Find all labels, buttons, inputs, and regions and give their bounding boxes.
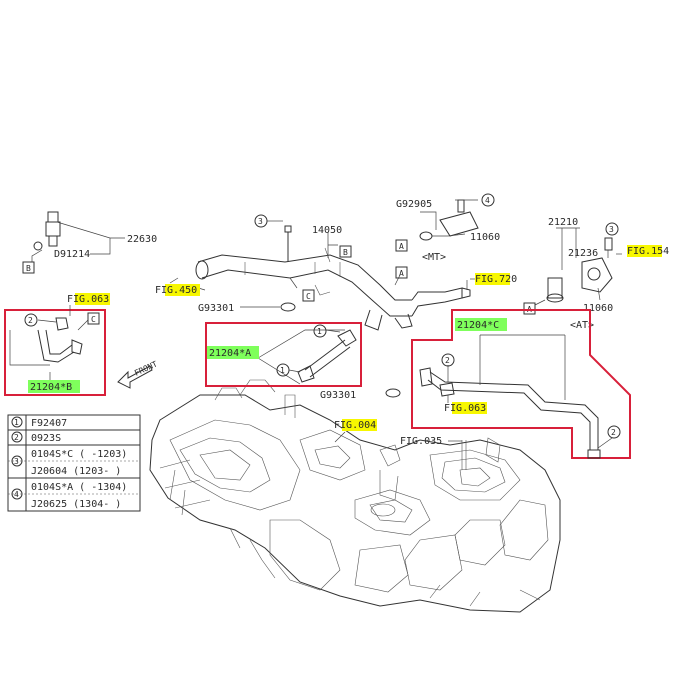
label-21204a: 21204*A xyxy=(209,348,251,359)
thermostat-21210-drawing xyxy=(534,227,622,306)
legend-3-code-1: J20604 (1203- ) xyxy=(31,466,121,477)
label-21236: 21236 xyxy=(568,248,598,259)
callout-3-right xyxy=(605,222,619,236)
label-11060-at: 11060 xyxy=(583,303,613,314)
fig450-ref: FIG.450 xyxy=(155,285,197,296)
legend-1-num: 1 xyxy=(14,418,19,427)
legend-3-num: 3 xyxy=(14,457,19,466)
callout-1-a-bot-num: 1 xyxy=(280,366,285,375)
plate-11060-mt-drawing xyxy=(419,199,479,241)
callout-2-right-bot xyxy=(607,425,621,439)
legend-4-code-1: J20625 (1304- ) xyxy=(31,499,121,510)
gasket-g93301-bot xyxy=(385,388,401,398)
highlight-fig004 xyxy=(342,419,377,431)
label-21210: 21210 xyxy=(548,217,578,228)
label-g93301-top: G93301 xyxy=(198,303,234,314)
ref-box-a-mid-letter: A xyxy=(399,269,404,278)
ref-box-a-mt-letter: A xyxy=(399,242,404,251)
callout-3-top xyxy=(254,214,268,228)
callout-1-a-top-num: 1 xyxy=(317,327,322,336)
fig063-right-ref: FIG.063 xyxy=(444,403,486,414)
arrow-fig004 xyxy=(334,431,346,443)
label-g92905: G92905 xyxy=(396,199,432,210)
highlight-21204a xyxy=(207,346,259,359)
callout-2-left-num: 2 xyxy=(28,316,33,325)
ref-box-c-left xyxy=(87,312,100,325)
highlight-fig450 xyxy=(165,284,200,296)
ref-box-c-mid-letter: C xyxy=(306,292,311,301)
highlight-fig063-right xyxy=(452,402,487,414)
label-22630: 22630 xyxy=(127,234,157,245)
engine-block-drawing xyxy=(149,379,561,613)
highlight-21204b xyxy=(28,380,80,393)
hose-21204c-drawing xyxy=(419,334,613,459)
highlight-fig063-left xyxy=(75,293,110,305)
fig154-ref: FIG.154 xyxy=(627,246,669,257)
label-g93301-bot: G93301 xyxy=(320,390,356,401)
legend-4-num: 4 xyxy=(14,490,19,499)
fig720-ref: FIG.720 xyxy=(475,274,517,285)
ref-box-b-left-letter: B xyxy=(26,264,31,273)
callout-2-right-top xyxy=(441,353,455,367)
label-21204c: 21204*C xyxy=(457,320,499,331)
callout-4-top-num: 4 xyxy=(485,196,490,205)
callout-2-left xyxy=(24,313,38,327)
legend-2-code-0: 0923S xyxy=(31,433,61,444)
ref-box-b-top xyxy=(339,245,352,258)
callout-2-right-bot-num: 2 xyxy=(611,428,616,437)
callout-3-right-num: 3 xyxy=(609,225,614,234)
ref-box-b-top-letter: B xyxy=(343,248,348,257)
legend-4-code-0: 0104S*A ( -1304) xyxy=(31,482,127,493)
callout-box-21204b xyxy=(4,309,106,396)
hose-21204a-drawing xyxy=(257,329,357,385)
front-arrow xyxy=(117,365,153,389)
highlight-21204c xyxy=(455,318,507,331)
ref-box-a-at xyxy=(523,302,536,315)
label-11060-mt: 11060 xyxy=(470,232,500,243)
hose-21204b-drawing xyxy=(9,305,89,382)
ref-box-b-left xyxy=(22,261,35,274)
arrow-fig450 xyxy=(169,277,179,284)
legend-3-code-0: 0104S*C ( -1203) xyxy=(31,449,127,460)
callout-box-21204c xyxy=(411,309,631,459)
label-d91214: D91214 xyxy=(54,249,90,260)
ref-box-a-mid xyxy=(395,266,408,279)
legend-table: 1 F92407 2 0923S 3 0104S*C ( -1203) J206… xyxy=(7,414,141,512)
callout-4-top xyxy=(481,193,495,207)
callout-1-a-top xyxy=(313,324,327,338)
label-21204b: 21204*B xyxy=(30,382,72,393)
callout-3-top-num: 3 xyxy=(258,217,263,226)
highlight-fig720 xyxy=(475,273,510,285)
sensor-22630-drawing xyxy=(31,211,125,262)
legend-2-num: 2 xyxy=(14,433,19,442)
highlight-fig154 xyxy=(627,245,662,257)
ref-box-c-left-letter: C xyxy=(91,315,96,324)
fig035-ref: FIG.035 xyxy=(400,436,442,447)
water-pipe-14050-drawing xyxy=(194,220,471,331)
fig004-ref: FIG.004 xyxy=(334,420,376,431)
tag-at: <AT> xyxy=(570,320,594,331)
callout-box-21204a xyxy=(205,322,362,387)
legend-1-code-0: F92407 xyxy=(31,418,67,429)
callout-2-right-top-num: 2 xyxy=(445,356,450,365)
ref-box-a-mt xyxy=(395,239,408,252)
ref-box-c-mid xyxy=(302,289,315,302)
fig063-left-ref: FIG.063 xyxy=(67,294,109,305)
front-label: FRONT xyxy=(133,359,159,377)
tag-mt: <MT> xyxy=(422,252,446,263)
label-14050: 14050 xyxy=(312,225,342,236)
callout-1-a-bot xyxy=(276,363,290,377)
